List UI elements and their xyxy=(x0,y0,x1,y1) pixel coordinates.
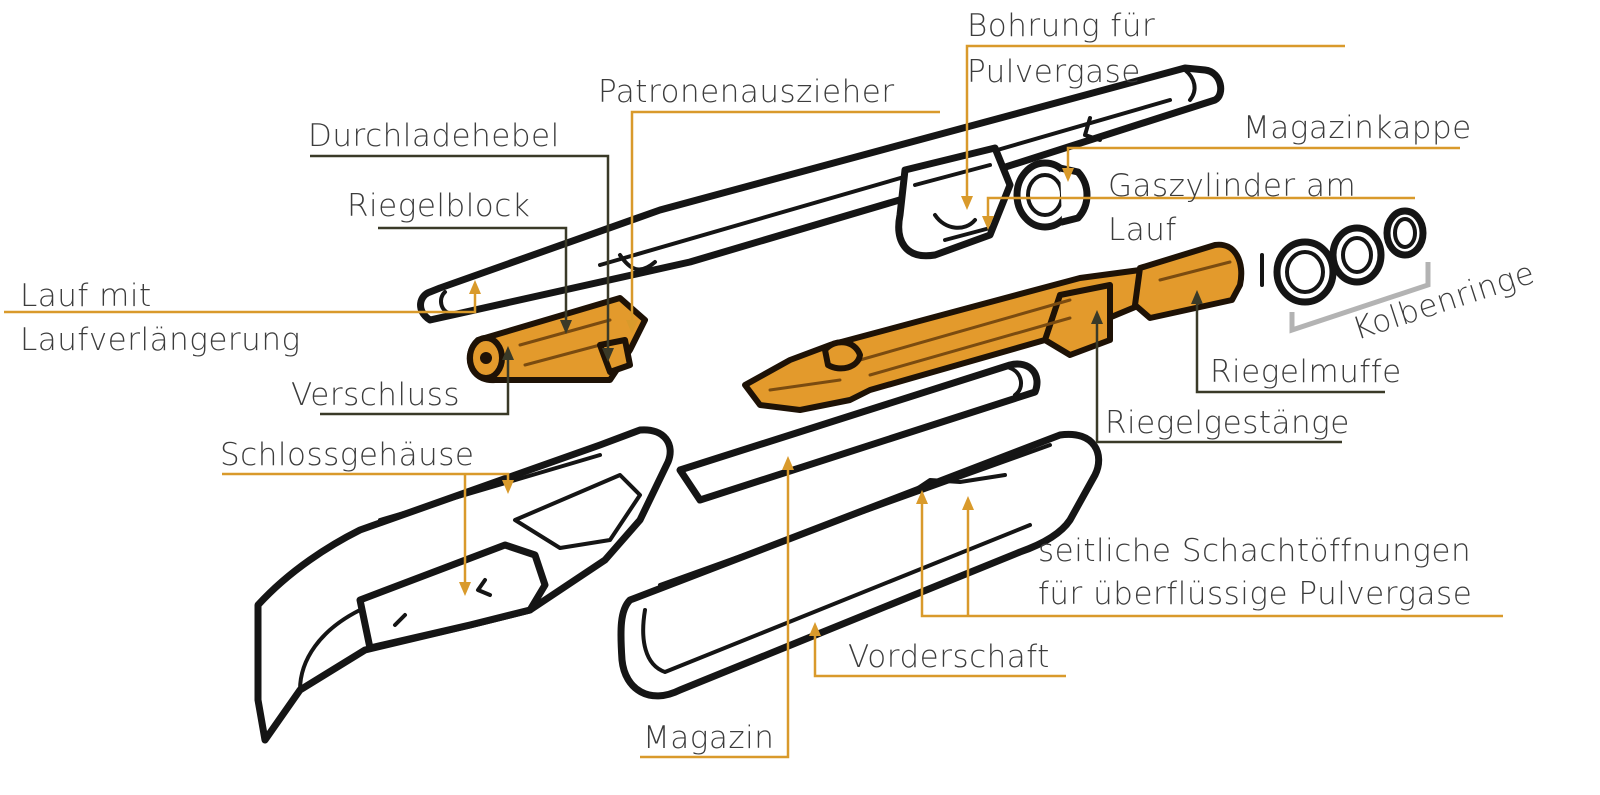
label-seitliche-line1: seitliche Schachtöffnungen xyxy=(1038,533,1471,569)
forend-part xyxy=(617,430,1103,700)
piston-rings-part xyxy=(1260,207,1427,306)
magazine-cap-part xyxy=(1013,159,1091,231)
label-lauf-line1: Lauf mit xyxy=(20,278,152,314)
label-gaszylinder-line2: Lauf xyxy=(1108,212,1177,248)
label-riegelblock: Riegelblock xyxy=(347,188,530,224)
label-magazinkappe: Magazinkappe xyxy=(1243,110,1472,146)
label-bohrung-line2: Pulvergase xyxy=(967,54,1141,90)
bolt-part xyxy=(466,295,648,384)
label-lauf-line2: Laufverlängerung xyxy=(20,322,301,358)
piston-rings-bracket xyxy=(1289,262,1431,334)
label-riegelmuffe: Riegelmuffe xyxy=(1210,354,1402,390)
label-gaszylinder-line1: Gaszylinder am xyxy=(1108,168,1356,204)
label-patronenauszieher: Patronenauszieher xyxy=(598,74,895,110)
label-seitliche-line2: für überflüssige Pulvergase xyxy=(1038,576,1472,612)
label-magazin: Magazin xyxy=(643,720,774,756)
magazine-tube-part xyxy=(676,360,1041,504)
label-schlossgehaeuse: Schlossgehäuse xyxy=(220,437,474,473)
label-bohrung-line1: Bohrung für xyxy=(967,8,1155,44)
leader-lines xyxy=(4,44,1503,759)
gas-cylinder-part xyxy=(895,144,1014,260)
label-verschluss: Verschluss xyxy=(291,377,460,413)
linkage-part xyxy=(742,241,1245,413)
barrel-part xyxy=(417,64,1225,324)
label-riegelgestaenge: Riegelgestänge xyxy=(1105,405,1350,441)
label-vorderschaft: Vorderschaft xyxy=(848,639,1050,675)
label-durchladehebel: Durchladehebel xyxy=(308,118,560,154)
